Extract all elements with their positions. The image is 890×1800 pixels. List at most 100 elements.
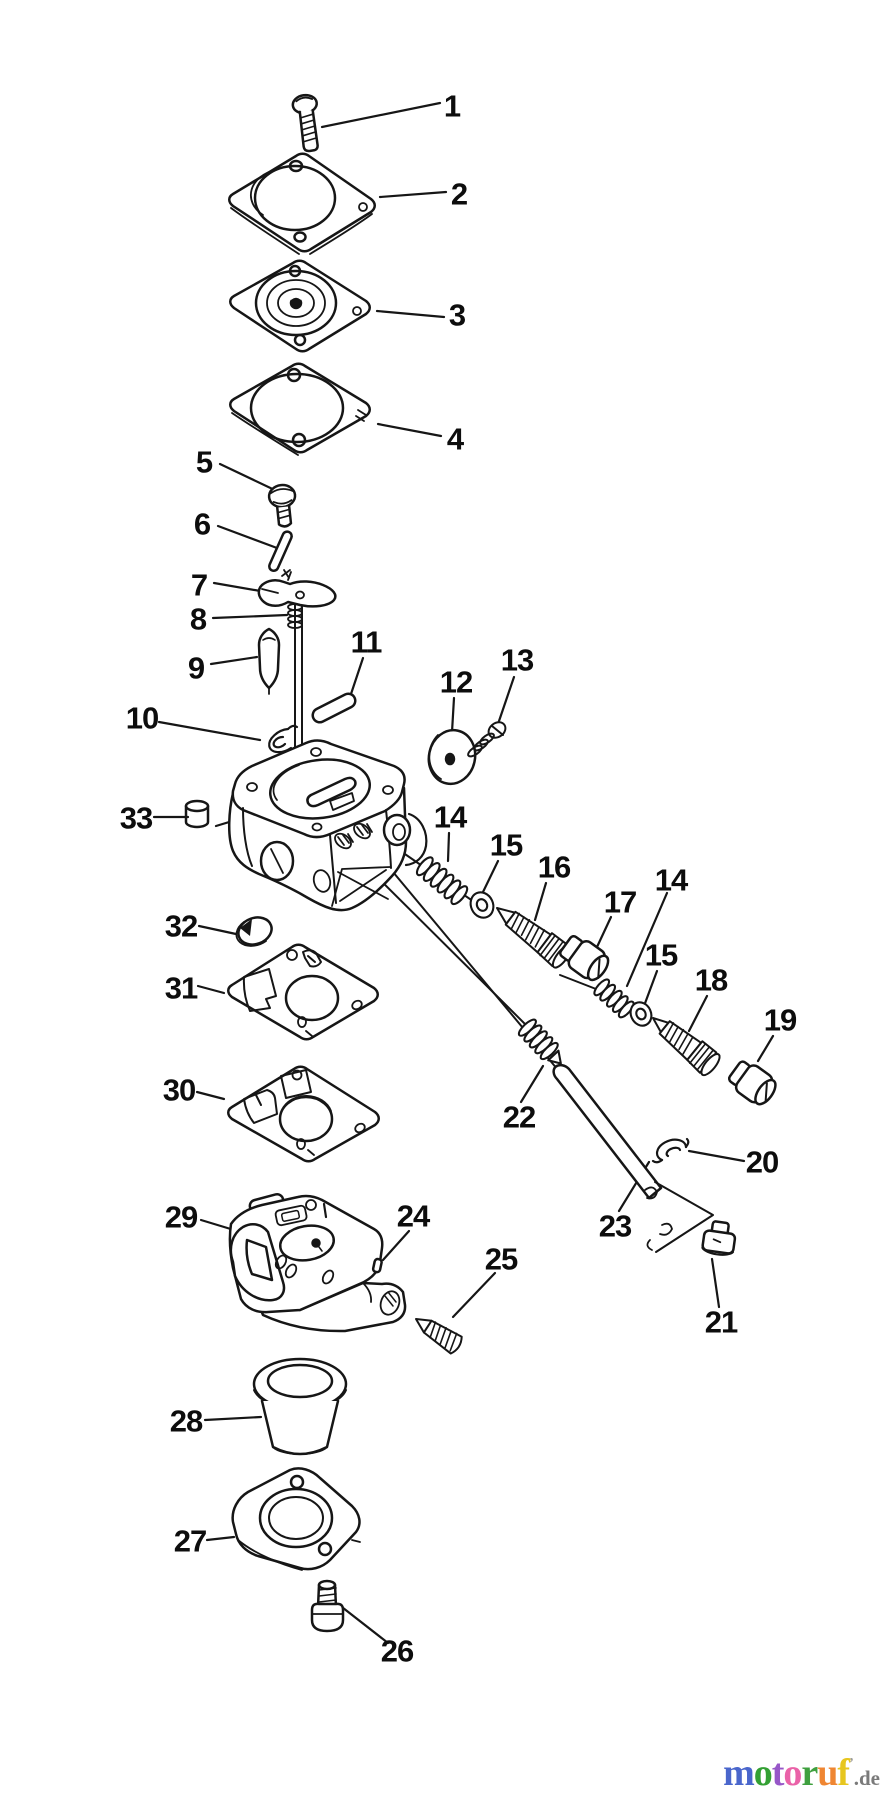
leader-10	[159, 722, 260, 740]
watermark-letter: r	[801, 1752, 818, 1794]
watermark-letter: o	[783, 1752, 802, 1794]
callout-14a: 14	[433, 799, 467, 835]
callout-2: 2	[450, 176, 468, 212]
callout-26: 26	[380, 1633, 414, 1669]
callout-15a: 15	[489, 827, 523, 863]
callout-17: 17	[603, 884, 637, 920]
part-15-washer-b	[627, 999, 655, 1029]
watermark-suffix: .de	[853, 1766, 880, 1790]
part-15-washer-a	[467, 889, 498, 922]
part-4-pump-gasket	[230, 364, 370, 455]
part-9-inlet-needle	[259, 629, 279, 694]
part-20-clip	[653, 1139, 688, 1162]
leader-14b	[627, 893, 667, 986]
axis-line-to-14b	[560, 975, 596, 989]
part-1-screw	[292, 94, 324, 153]
callout-33: 33	[119, 800, 153, 836]
part-19-limiter-cap	[725, 1057, 780, 1109]
callout-23: 23	[598, 1208, 632, 1244]
part-3-pump-diaphragm	[230, 261, 370, 352]
leader-15a	[483, 861, 498, 892]
leader-25	[453, 1273, 495, 1317]
leader-26	[338, 1604, 388, 1643]
callout-27: 27	[173, 1523, 207, 1559]
leader-17	[597, 917, 611, 947]
callout-31: 31	[164, 970, 198, 1006]
part-25-screw	[411, 1311, 465, 1356]
callout-21: 21	[704, 1304, 738, 1340]
callout-3: 3	[448, 297, 466, 333]
part-23-shaft	[554, 1065, 713, 1252]
callout-15b: 15	[644, 937, 678, 973]
leader-19	[758, 1036, 773, 1061]
leader-20	[689, 1151, 744, 1161]
watermark-letter: t	[771, 1752, 785, 1794]
part-8-spring	[288, 604, 302, 628]
callout-4: 4	[446, 421, 464, 457]
part-32-welch-plug	[235, 913, 276, 949]
callout-8: 8	[189, 601, 207, 637]
callout-13: 13	[500, 642, 534, 678]
callout-30: 30	[162, 1072, 196, 1108]
part-7-metering-lever	[259, 570, 336, 606]
part-21-nut	[702, 1220, 737, 1257]
leader-22	[521, 1066, 543, 1102]
callout-25: 25	[484, 1241, 518, 1277]
watermark-letter: u	[817, 1752, 838, 1794]
part-11-pin	[310, 691, 357, 724]
callout-7: 7	[190, 567, 208, 603]
leader-4	[378, 424, 441, 436]
leader-9	[211, 657, 257, 664]
leader-7	[214, 583, 266, 592]
callout-5: 5	[195, 444, 213, 480]
leader-8	[213, 615, 287, 618]
callout-10: 10	[125, 700, 159, 736]
callout-16: 16	[537, 849, 571, 885]
callout-1: 1	[443, 88, 461, 124]
leader-3	[377, 311, 444, 317]
motoruf-watermark: motoruf’.de	[723, 1754, 880, 1792]
part-33-plug	[186, 801, 208, 827]
callout-22: 22	[502, 1099, 536, 1135]
leader-5	[220, 464, 281, 493]
part-28-filter-cup	[254, 1359, 346, 1454]
part-10-clip	[269, 726, 297, 752]
leader-15b	[644, 971, 657, 1006]
leader-2	[380, 192, 446, 197]
leader-16	[535, 883, 546, 920]
leader-30	[197, 1092, 224, 1099]
callout-14b: 14	[654, 862, 688, 898]
part-16-needle-screw-low	[489, 898, 573, 971]
leader-12	[452, 698, 454, 732]
part-13-screw	[466, 719, 508, 758]
watermark-tm-mark: ’	[849, 1756, 854, 1771]
leader-14a	[448, 833, 449, 861]
part-30-diaphragm	[228, 1067, 379, 1162]
leader-6	[218, 526, 277, 548]
watermark-letter: o	[753, 1752, 773, 1794]
part-22-spring	[517, 1017, 569, 1071]
leader-24	[383, 1231, 409, 1260]
callout-24: 24	[396, 1198, 430, 1234]
callout-18: 18	[694, 962, 728, 998]
leader-1	[322, 103, 440, 127]
leader-11	[351, 658, 363, 694]
leader-21	[712, 1259, 719, 1307]
part-2-pump-cover	[229, 154, 375, 254]
callout-32: 32	[164, 908, 198, 944]
leader-32	[199, 926, 236, 934]
leader-31	[198, 986, 224, 993]
callout-6: 6	[193, 506, 211, 542]
watermark-letter: m	[723, 1752, 755, 1794]
watermark-letter: f	[837, 1752, 850, 1794]
callout-9: 9	[187, 650, 205, 686]
callout-20: 20	[745, 1144, 779, 1180]
leader-27	[207, 1537, 234, 1540]
part-5-screw	[268, 484, 298, 528]
part-6-pin	[268, 530, 293, 572]
part-14-spring-a	[414, 855, 470, 907]
part-18-needle-screw-high	[645, 1008, 723, 1078]
part-12-throttle-plate	[424, 726, 480, 788]
